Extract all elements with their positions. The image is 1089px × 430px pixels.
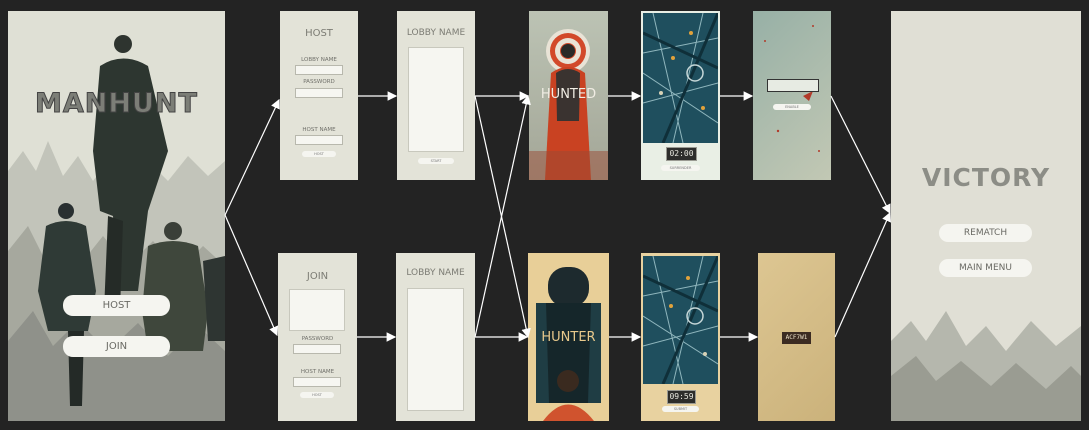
join-password-field[interactable] xyxy=(293,344,341,354)
host-form-screen: HOST LOBBY NAME PASSWORD HOST NAME HOST xyxy=(280,11,358,180)
start-button[interactable]: START xyxy=(418,158,454,164)
join-password-label: PASSWORD xyxy=(301,336,334,342)
hunter-code-screen: ACF7W1 xyxy=(758,253,835,421)
code-display: ACF7W1 xyxy=(782,332,811,344)
join-player-list-box xyxy=(407,288,464,411)
password-field[interactable] xyxy=(295,88,343,98)
lobby-preview-box xyxy=(289,289,345,331)
hunted-artwork xyxy=(529,29,608,180)
hunter-title: HUNTER xyxy=(541,330,596,345)
arrow-joinlobby-to-hunted xyxy=(474,94,531,338)
join-host-name-field[interactable] xyxy=(293,377,341,387)
host-form-title: HOST xyxy=(305,28,333,39)
hunted-code-texture xyxy=(764,25,820,152)
join-lobby-title: LOBBY NAME xyxy=(406,268,465,278)
rematch-button[interactable]: REMATCH xyxy=(939,224,1032,242)
join-button[interactable]: JOIN xyxy=(63,336,170,357)
hunted-map[interactable] xyxy=(643,13,718,143)
victory-forest xyxy=(891,311,1081,421)
join-submit-button[interactable]: HOST xyxy=(300,392,334,398)
surrender-button[interactable]: SURRENDER xyxy=(661,165,700,171)
join-form-title: JOIN xyxy=(306,271,329,282)
hunted-title: HUNTED xyxy=(540,87,597,102)
enable-button[interactable]: ENABLE xyxy=(773,104,811,110)
hunter-intro-screen: HUNTER xyxy=(528,253,609,421)
host-submit-button[interactable]: HOST xyxy=(302,151,336,157)
join-form-screen: JOIN PASSWORD HOST NAME HOST xyxy=(278,253,357,421)
join-host-name-label: HOST NAME xyxy=(300,369,335,375)
hunter-artwork xyxy=(536,267,601,421)
hunted-map-screen: 02:00 SURRENDER xyxy=(641,11,720,180)
hunted-code-screen: ENABLE xyxy=(753,11,831,180)
title-logo: MANHUNT xyxy=(35,88,198,120)
main-menu-button[interactable]: MAIN MENU xyxy=(939,259,1032,277)
hunted-intro-screen: HUNTED xyxy=(529,11,608,180)
hunter-map-screen: 09:59 SUBMIT xyxy=(641,253,720,421)
hunted-timer: 02:00 xyxy=(666,147,697,161)
lobby-name-label: LOBBY NAME xyxy=(301,57,337,63)
code-input-field[interactable] xyxy=(767,79,819,92)
arrow-title-to-join xyxy=(224,214,279,337)
arrow-huntercode-to-victory xyxy=(834,211,891,338)
player-list-box xyxy=(408,47,464,152)
title-screen: MANHUNT HOST JOIN xyxy=(8,11,225,421)
lobby-name-field[interactable] xyxy=(295,65,343,75)
hunter-timer: 09:59 xyxy=(667,390,696,404)
host-name-field[interactable] xyxy=(295,135,343,145)
host-button[interactable]: HOST xyxy=(63,295,170,316)
victory-title: VICTORY xyxy=(921,163,1051,192)
hunter-map[interactable] xyxy=(643,256,718,384)
host-lobby-screen: LOBBY NAME START xyxy=(397,11,475,180)
password-label: PASSWORD xyxy=(303,79,335,85)
title-artwork xyxy=(8,35,225,421)
host-name-label: HOST NAME xyxy=(302,127,336,133)
join-lobby-screen: LOBBY NAME xyxy=(396,253,475,421)
arrow-title-to-host xyxy=(224,98,280,216)
host-lobby-title: LOBBY NAME xyxy=(406,28,466,38)
arrow-huntedcode-to-victory xyxy=(830,95,891,215)
victory-screen: VICTORY REMATCH MAIN MENU xyxy=(891,11,1081,421)
submit-button[interactable]: SUBMIT xyxy=(662,406,699,412)
